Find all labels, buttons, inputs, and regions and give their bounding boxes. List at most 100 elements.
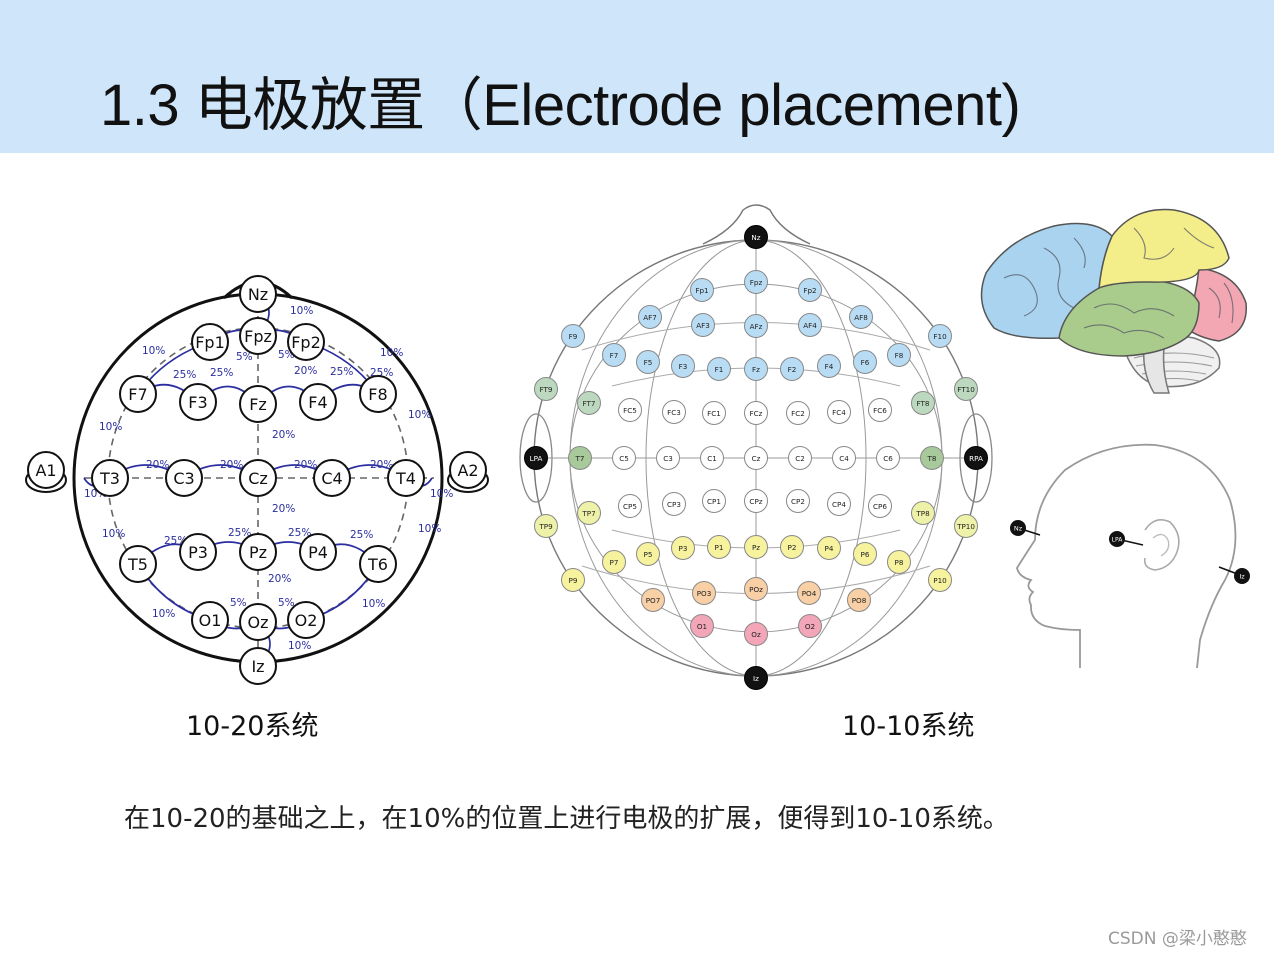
electrode-10-20-f7: F7 <box>119 375 157 413</box>
electrode-label: POz <box>749 585 763 594</box>
electrode-label: TP7 <box>581 509 595 518</box>
electrode-10-10-f5: F5 <box>636 350 660 374</box>
electrode-label: Cz <box>248 469 268 488</box>
electrode-10-10-rpa: RPA <box>964 446 988 470</box>
electrode-label: C3 <box>663 454 673 463</box>
electrode-label: A1 <box>35 461 56 480</box>
electrode-label: PO3 <box>697 589 712 598</box>
head-profile-illustration: Nz LPA Iz <box>1010 443 1250 669</box>
electrode-10-10-fc4: FC4 <box>827 400 851 424</box>
head-lpa-label: LPA <box>1112 537 1124 544</box>
electrode-10-10-fcz: FCz <box>744 401 768 425</box>
electrode-label: TP9 <box>538 522 553 531</box>
electrode-10-10-cp1: CP1 <box>702 489 726 513</box>
electrode-label: C2 <box>795 454 805 463</box>
electrode-label: Pz <box>752 543 760 552</box>
electrode-10-10-c1: C1 <box>700 446 724 470</box>
electrode-10-20-iz: Iz <box>239 647 277 685</box>
head-iz-label: Iz <box>1239 573 1245 581</box>
electrode-label: CP3 <box>667 500 681 509</box>
electrode-label: P7 <box>610 558 619 567</box>
percent-label: 25% <box>210 367 233 379</box>
electrode-label: Cz <box>752 454 761 463</box>
percent-label: 20% <box>272 503 295 515</box>
electrode-10-10-p3: P3 <box>671 536 695 560</box>
electrode-label: F7 <box>610 351 619 360</box>
electrode-10-20-t5: T5 <box>119 545 157 583</box>
electrode-10-20-p3: P3 <box>179 533 217 571</box>
electrode-label: Iz <box>753 674 759 683</box>
percent-label: 5% <box>230 597 247 609</box>
electrode-10-10-ft10: FT10 <box>954 377 978 401</box>
electrode-label: AFz <box>750 322 763 331</box>
electrode-10-20-fp2: Fp2 <box>287 323 325 361</box>
electrode-label: C5 <box>619 454 629 463</box>
electrode-10-10-po3: PO3 <box>692 581 716 605</box>
electrode-label: Fpz <box>750 278 763 287</box>
electrode-label: Fpz <box>244 327 272 346</box>
electrode-10-20-t3: T3 <box>91 459 129 497</box>
electrode-label: C1 <box>707 454 717 463</box>
percent-label: 20% <box>294 365 317 377</box>
percent-label: 25% <box>350 529 373 541</box>
electrode-label: F5 <box>644 358 653 367</box>
electrode-10-10-po8: PO8 <box>847 588 871 612</box>
electrode-label: PO7 <box>646 596 661 605</box>
electrode-label: Fz <box>752 365 760 374</box>
electrode-10-20-pz: Pz <box>239 533 277 571</box>
electrode-label: C3 <box>173 469 194 488</box>
electrode-label: FC5 <box>623 406 637 415</box>
percent-label: 20% <box>268 573 291 585</box>
electrode-10-10-ft8: FT8 <box>911 391 935 415</box>
watermark: CSDN @梁小憨憨 <box>1108 929 1247 949</box>
electrode-10-20-a2: A2 <box>447 451 489 493</box>
electrode-label: F4 <box>308 393 327 412</box>
electrode-label: FC3 <box>667 408 681 417</box>
electrode-10-10-iz: Iz <box>744 666 768 690</box>
electrode-label: CP1 <box>707 497 721 506</box>
percent-label: 25% <box>173 369 196 381</box>
electrode-label: T7 <box>575 454 585 463</box>
electrode-label: F4 <box>825 362 834 371</box>
electrode-label: Nz <box>751 233 760 242</box>
electrode-label: AF8 <box>854 313 868 322</box>
electrode-label: C4 <box>839 454 849 463</box>
electrode-10-10-tp10: TP10 <box>954 514 978 538</box>
electrode-10-20-a1: A1 <box>25 451 67 493</box>
electrode-label: Oz <box>751 630 761 639</box>
electrode-label: CP4 <box>832 500 846 509</box>
electrode-label: F9 <box>569 332 578 341</box>
electrode-label: F8 <box>895 351 904 360</box>
electrode-label: RPA <box>969 454 983 463</box>
electrode-label: PO4 <box>802 589 817 598</box>
slide-title: 1.3 电极放置（Electrode placement) <box>100 73 1021 138</box>
electrode-label: F10 <box>933 332 947 341</box>
percent-label: 20% <box>272 429 295 441</box>
electrode-10-10-cpz: CPz <box>744 489 768 513</box>
electrode-10-10-tp7: TP7 <box>577 501 601 525</box>
electrode-label: TP8 <box>915 509 930 518</box>
electrode-10-10-ft9: FT9 <box>534 377 558 401</box>
head-lpa-marker <box>1109 531 1125 547</box>
electrode-label: O2 <box>805 622 815 631</box>
electrode-label: O2 <box>295 611 318 630</box>
electrode-label: F7 <box>128 385 147 404</box>
electrode-10-10-p9: P9 <box>561 568 585 592</box>
ear-outline <box>1143 519 1180 571</box>
electrode-10-10-poz: POz <box>744 577 768 601</box>
brain-lobes-illustration <box>980 208 1247 394</box>
electrode-label: FT8 <box>917 399 930 408</box>
electrode-10-10-cp3: CP3 <box>662 492 686 516</box>
electrode-label: CPz <box>749 497 762 506</box>
electrode-label: FT10 <box>957 385 975 394</box>
electrode-label: AF7 <box>643 313 657 322</box>
percent-label: 20% <box>220 459 243 471</box>
percent-label: 25% <box>228 527 251 539</box>
percent-label: 10% <box>430 488 453 500</box>
electrode-10-10-c4: C4 <box>832 446 856 470</box>
electrode-label: P4 <box>825 544 834 553</box>
percent-label: 20% <box>146 459 169 471</box>
electrode-10-10-p10: P10 <box>928 568 952 592</box>
electrode-10-10-fc6: FC6 <box>868 398 892 422</box>
